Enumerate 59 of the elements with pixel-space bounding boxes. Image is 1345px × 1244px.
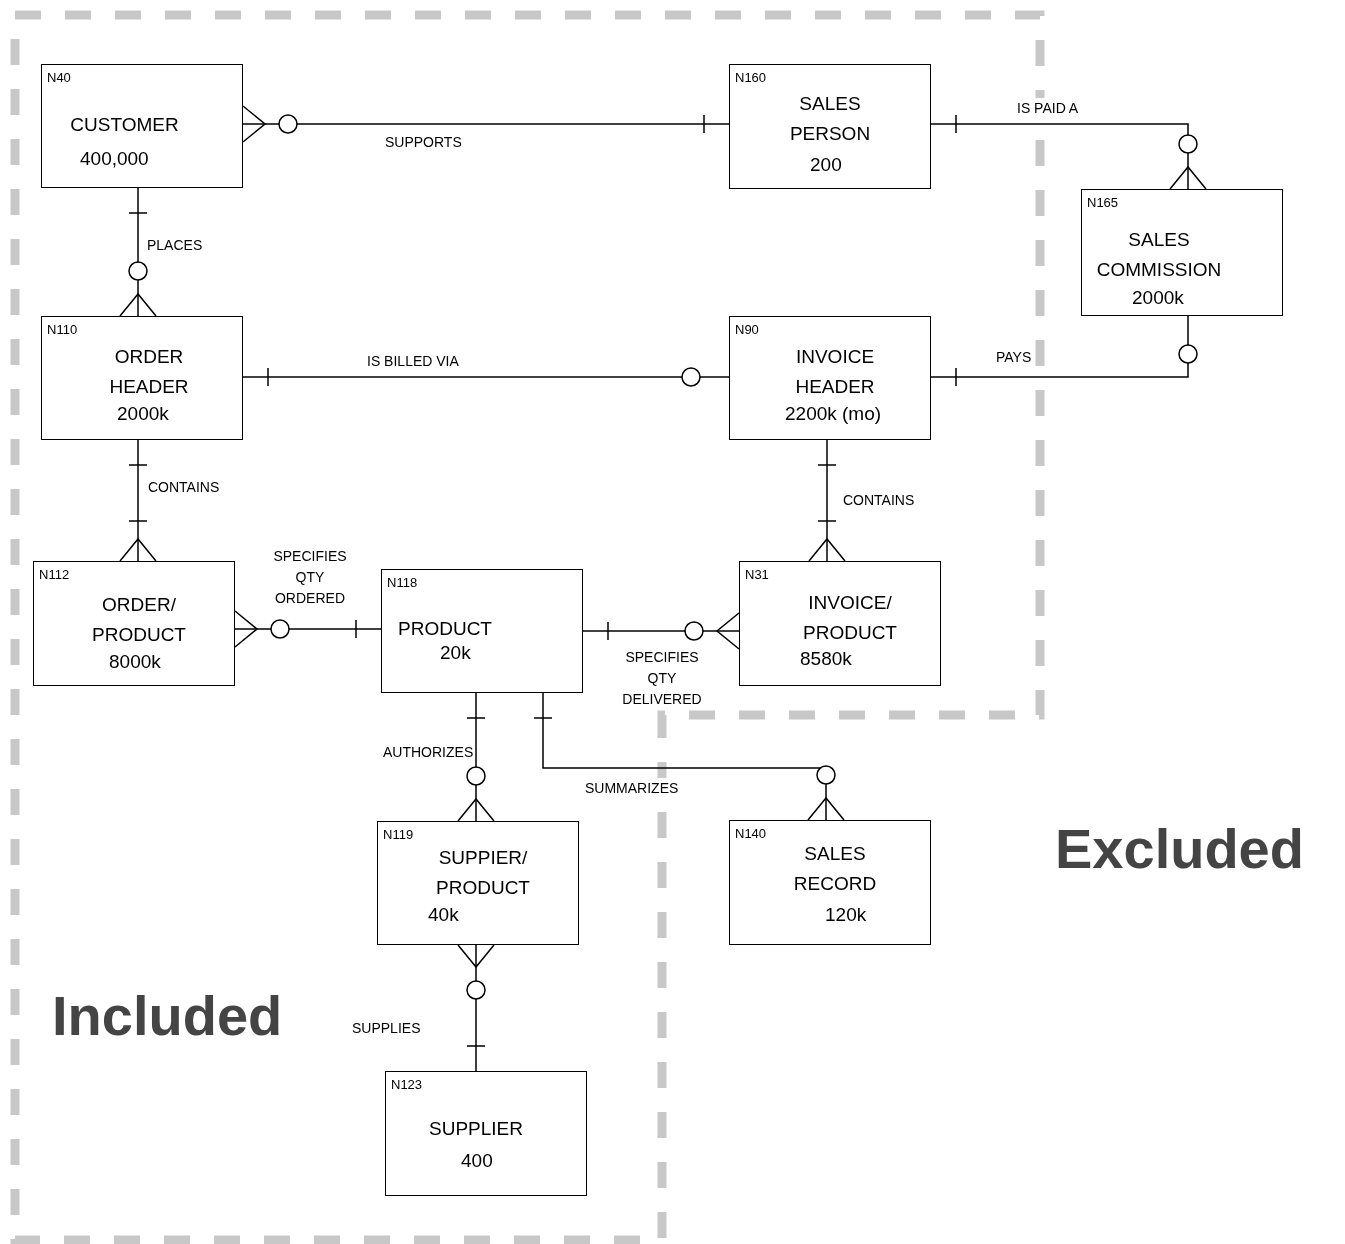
relationship-line xyxy=(119,187,157,317)
relationship-line xyxy=(930,114,1207,190)
entity-count: 200 xyxy=(810,153,842,177)
relationship-line xyxy=(242,105,730,143)
entity-count: 8580k xyxy=(800,647,852,671)
entity-box xyxy=(41,316,243,440)
entity-name: SALES RECORD xyxy=(792,842,878,896)
entity-name: ORDER HEADER xyxy=(108,345,190,399)
entity-count: 400 xyxy=(461,1149,493,1173)
entity-id: N31 xyxy=(745,567,769,582)
entity-id: N90 xyxy=(735,322,759,337)
entity-id: N110 xyxy=(47,322,78,337)
entity-box xyxy=(41,64,243,188)
relationship-line xyxy=(808,439,846,562)
entity-name: SALES COMMISSION xyxy=(1095,228,1223,282)
entity-id: N160 xyxy=(735,70,767,85)
entity-id: N112 xyxy=(39,567,70,582)
entity-id: N140 xyxy=(735,826,767,841)
entity-name: INVOICE HEADER xyxy=(794,345,876,399)
entity-box xyxy=(729,64,931,189)
entity-name: INVOICE/PRODUCT xyxy=(802,591,898,645)
entity-box xyxy=(33,561,235,686)
entity-count: 400,000 xyxy=(80,147,149,171)
entity-name: SUPPIER/PRODUCT xyxy=(435,846,531,900)
relationship-label: IS PAID A xyxy=(1016,98,1080,119)
relationship-line xyxy=(930,315,1198,387)
entity-id: N118 xyxy=(387,575,418,590)
entity-box xyxy=(729,820,931,945)
entity-count: 40k xyxy=(428,903,459,927)
relationship-line xyxy=(533,692,845,821)
entity-count: 2200k (mo) xyxy=(785,402,882,426)
relationship-line xyxy=(457,692,495,822)
entity-name: SALES PERSON xyxy=(788,92,872,146)
entity-box xyxy=(381,569,583,693)
entity-count: 2000k xyxy=(117,402,169,426)
relationship-line xyxy=(457,944,495,1072)
entity-box xyxy=(385,1071,587,1196)
entity-name: CUSTOMER xyxy=(69,113,180,137)
relationship-line xyxy=(234,610,382,648)
region-label: Included xyxy=(52,984,283,1048)
entity-count: 120k xyxy=(825,903,867,927)
relationship-line xyxy=(582,612,740,650)
entity-name: SUPPLIER xyxy=(428,1117,524,1141)
entity-name: PRODUCT xyxy=(397,617,493,641)
entity-box xyxy=(1081,189,1283,316)
entity-box xyxy=(729,316,931,440)
entity-count: 8000k xyxy=(109,650,161,674)
entity-box xyxy=(739,561,941,686)
region-label: Excluded xyxy=(1055,817,1304,881)
entity-box xyxy=(377,821,579,945)
entity-name: ORDER/PRODUCT xyxy=(91,593,187,647)
entity-id: N123 xyxy=(391,1077,423,1092)
entity-id: N165 xyxy=(1087,195,1119,210)
entity-id: N40 xyxy=(47,70,71,85)
entity-count: 20k xyxy=(440,641,471,665)
entity-id: N119 xyxy=(383,827,414,842)
relationship-line xyxy=(242,367,730,387)
relationship-line xyxy=(119,439,157,562)
entity-count: 2000k xyxy=(1132,286,1184,310)
